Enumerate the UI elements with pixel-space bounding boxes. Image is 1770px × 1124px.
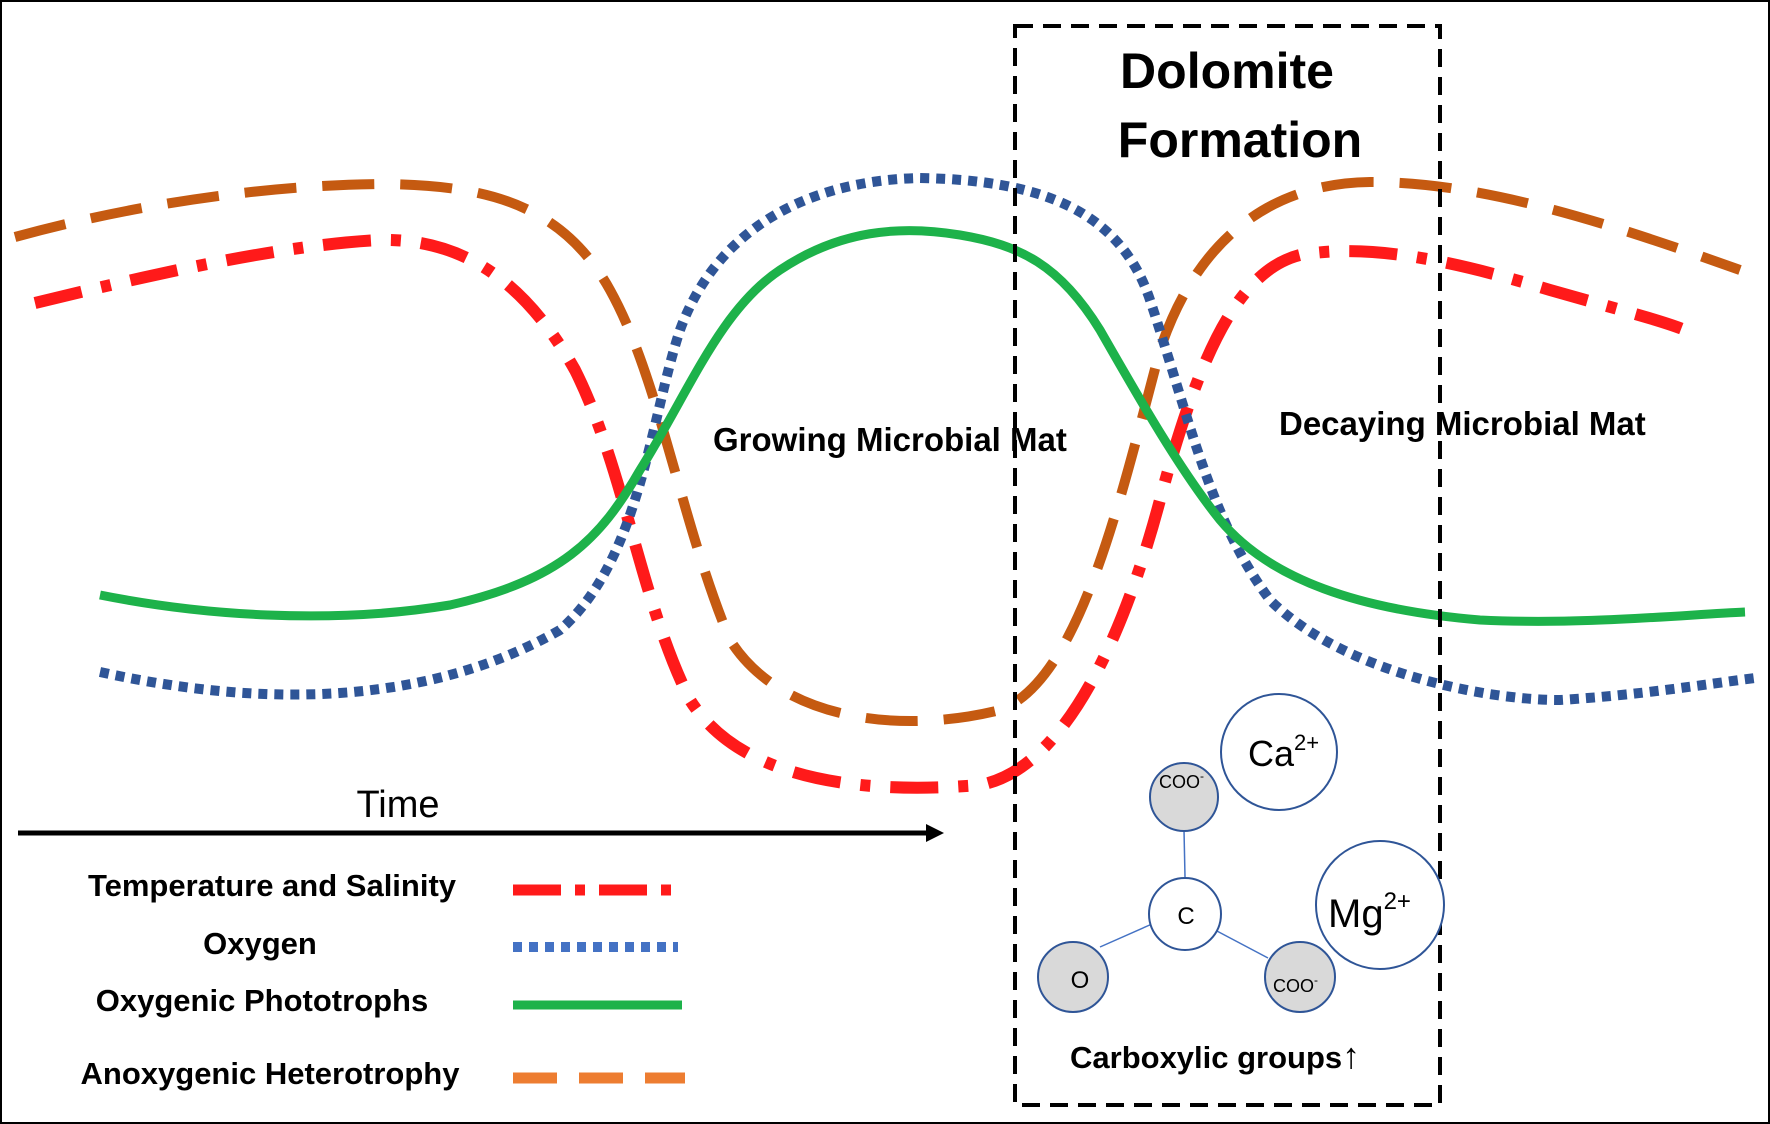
legend-label-oxygen: Oxygen [203,926,317,961]
coo-group-right-label: COO- [1273,973,1318,996]
dolomite-formation-box [1013,24,1442,1107]
time-arrow-head [926,824,944,842]
coo-group-top [1149,762,1219,832]
legend-label-temperature: Temperature and Salinity [88,868,457,903]
coo-group-top-label: COO- [1159,769,1204,792]
legend-label-phototrophs: Oxygenic Phototrophs [96,983,428,1018]
decaying-mat-label: Decaying Microbial Mat [1279,405,1646,442]
bond-c-coo [1214,929,1269,959]
oxygenic-phototrophs-curve [99,226,1746,626]
growing-mat-label: Growing Microbial Mat [713,421,1067,458]
legend: Temperature and Salinity Oxygen Oxygenic… [81,868,685,1091]
time-label: Time [356,784,439,826]
mg-ion-symbol: Mg2+ [1328,888,1411,936]
temperature-salinity-curve [33,233,1688,794]
oxygen-atom [1037,941,1109,1013]
oxygen-atom-label: O [1071,967,1090,994]
box-title-line2: Formation [1118,112,1362,168]
oxygen-curve [98,172,1756,706]
carbon-atom [1148,877,1222,951]
carboxylic-molecule: Ca2+ COO- C Mg2+ O COO- Carboxylic group… [1037,693,1445,1076]
ca-ion-symbol: Ca2+ [1248,730,1319,774]
anoxygenic-heterotrophy-curve [13,176,1742,727]
bond-c-o [1099,923,1153,948]
coo-group-right [1264,941,1336,1013]
legend-label-heterotrophy: Anoxygenic Heterotrophy [81,1056,461,1091]
box-title-line1: Dolomite [1120,43,1334,99]
bond-coo-c [1183,829,1186,878]
ca-ion [1220,693,1338,811]
increase-arrow-icon: ↑ [1342,1035,1360,1076]
mg-ion [1315,840,1445,970]
carboxylic-caption: Carboxylic groups↑ [1070,1035,1360,1076]
carbon-atom-label: C [1177,903,1194,930]
